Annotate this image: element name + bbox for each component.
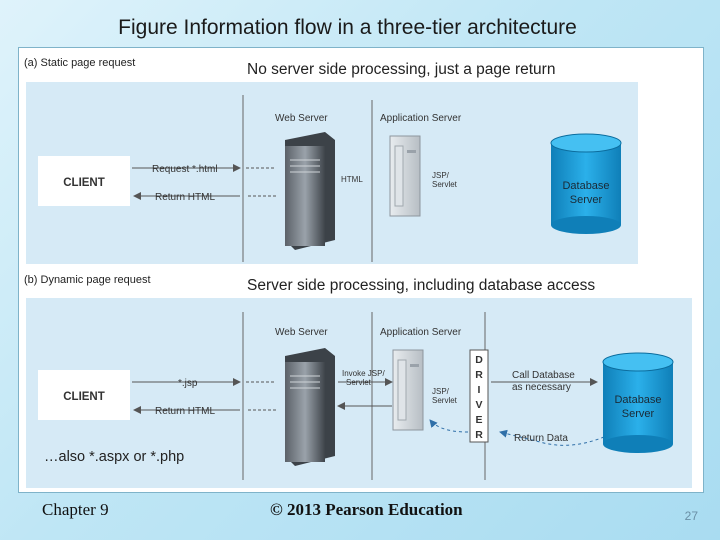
static-return-label: Return HTML xyxy=(155,192,215,203)
dynamic-caption: Server side processing, including databa… xyxy=(245,277,598,295)
dynamic-web-server-label: Web Server xyxy=(275,327,328,338)
call-db-label-2: as necessary xyxy=(512,382,571,393)
footer-copyright: © 2013 Pearson Education xyxy=(270,500,463,519)
static-caption: No server side processing, just a page r… xyxy=(245,61,558,79)
static-section-label: (a) Static page request xyxy=(24,57,136,69)
driver-box xyxy=(469,349,489,443)
driver-letter-r2: R xyxy=(475,429,483,441)
static-db-label-1: Database xyxy=(562,180,609,192)
static-client-box xyxy=(38,156,130,206)
dynamic-database-icon xyxy=(602,352,674,453)
static-db-label-2: Server xyxy=(570,194,603,206)
dynamic-return-label: Return HTML xyxy=(155,406,215,417)
slide-title: Figure Information flow in a three-tier … xyxy=(118,16,577,39)
static-jsp-label-1: JSP/ xyxy=(432,171,450,180)
driver-letter-i: I xyxy=(478,384,481,396)
driver-letter-d: D xyxy=(475,354,483,366)
static-client-label: CLIENT xyxy=(63,177,105,189)
dynamic-invoke-label-1: Invoke JSP/ xyxy=(342,369,385,378)
dynamic-note: …also *.aspx or *.php xyxy=(44,449,184,465)
static-jsp-label-2: Servlet xyxy=(432,180,458,189)
dynamic-client-box xyxy=(38,370,130,420)
static-web-server-icon xyxy=(285,132,335,250)
return-data-label: Return Data xyxy=(514,433,568,444)
static-request-label: Request *.html xyxy=(152,164,218,175)
dynamic-db-label-1: Database xyxy=(614,394,661,406)
static-app-server-label: Application Server xyxy=(380,113,462,124)
dynamic-jsp-label-1: JSP/ xyxy=(432,387,450,396)
dynamic-web-server-icon xyxy=(285,348,335,466)
return-data-arrow xyxy=(499,429,616,446)
driver-letter-r: R xyxy=(475,369,483,381)
static-web-server-label: Web Server xyxy=(275,113,328,124)
static-html-label: HTML xyxy=(341,175,363,184)
dynamic-client-label: CLIENT xyxy=(63,391,105,403)
call-db-label-1: Call Database xyxy=(512,370,575,381)
dynamic-jsp-label-2: Servlet xyxy=(432,396,458,405)
dynamic-request-label: *.jsp xyxy=(178,378,198,389)
driver-return-arrow xyxy=(429,419,469,433)
dynamic-band xyxy=(26,298,692,488)
dynamic-section-label: (b) Dynamic page request xyxy=(24,274,151,286)
driver-letter-e: E xyxy=(475,414,482,426)
dynamic-db-label-2: Server xyxy=(622,408,655,420)
footer-chapter: Chapter 9 xyxy=(42,500,109,519)
driver-letter-v: V xyxy=(475,399,482,411)
page-number: 27 xyxy=(684,509,698,523)
dynamic-invoke-label-2: Servlet xyxy=(346,378,372,387)
static-database-icon xyxy=(550,133,622,234)
dynamic-app-server-icon xyxy=(392,349,424,431)
static-app-server-icon xyxy=(389,135,421,217)
dynamic-app-server-label: Application Server xyxy=(380,327,462,338)
